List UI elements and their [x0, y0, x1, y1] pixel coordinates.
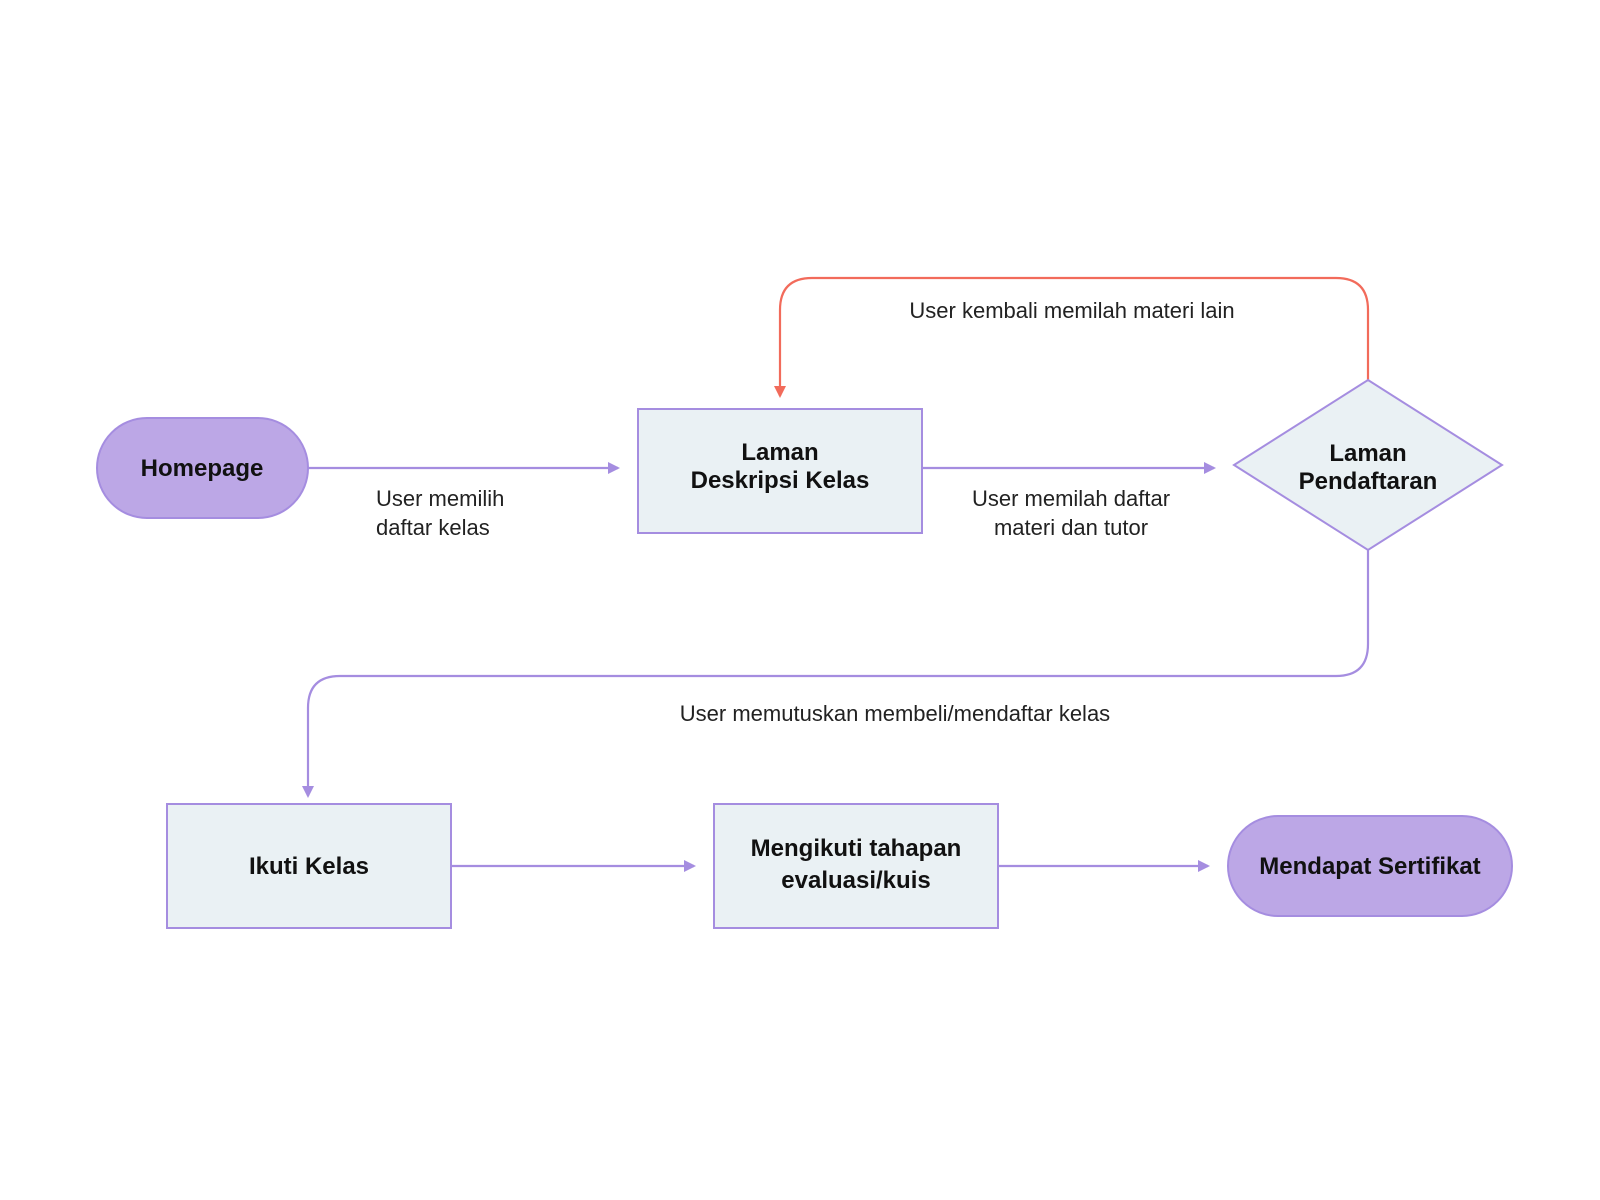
node-laman-deskripsi-kelas[interactable]: Laman Deskripsi Kelas	[637, 408, 923, 534]
edge-label-pilih-line2: daftar kelas	[376, 515, 490, 540]
edge-label-pilah-line2: materi dan tutor	[994, 515, 1148, 540]
edge-label-pilah: User memilah daftar	[972, 486, 1170, 511]
edge-loop-back	[774, 276, 1370, 398]
node-sertifikat-shape	[1227, 815, 1513, 917]
node-mendapat-sertifikat[interactable]: Mendapat Sertifikat	[1227, 815, 1513, 917]
node-deskripsi-label-2: Deskripsi Kelas	[691, 467, 870, 494]
node-homepage[interactable]: Homepage	[96, 417, 309, 519]
edge-label-kembali: User kembali memilah materi lain	[909, 298, 1234, 323]
node-ikuti-label: Ikuti Kelas	[249, 853, 369, 880]
node-evaluasi-label-2: evaluasi/kuis	[781, 867, 930, 894]
node-pendaftaran-label-2: Pendaftaran	[1299, 468, 1438, 495]
edge-label-memutuskan-text: User memutuskan membeli/mendaftar kelas	[680, 701, 1110, 726]
node-ikuti-shape	[166, 803, 452, 929]
node-evaluasi[interactable]: Mengikuti tahapan evaluasi/kuis	[713, 803, 999, 929]
edge-label-memutuskan: User memutuskan membeli/mendaftar kelas	[680, 701, 1110, 726]
node-pendaftaran-label-1: Laman	[1329, 440, 1406, 467]
node-deskripsi-label-1: Laman	[741, 439, 818, 466]
node-laman-pendaftaran[interactable]: Laman Pendaftaran	[1232, 378, 1504, 552]
edge-label-pilih: User memilih	[376, 486, 504, 511]
node-pendaftaran-shape	[1232, 378, 1504, 552]
node-sertifikat-label: Mendapat Sertifikat	[1259, 853, 1480, 880]
edge-pendaftaran-to-ikuti	[302, 550, 1370, 798]
edge-label-pilih-2: daftar kelas	[376, 515, 490, 540]
node-evaluasi-shape	[713, 803, 999, 929]
node-evaluasi-label-1: Mengikuti tahapan	[751, 835, 962, 862]
node-deskripsi-shape	[637, 408, 923, 534]
node-homepage-shape	[96, 417, 309, 519]
node-homepage-label: Homepage	[141, 455, 264, 482]
node-ikuti-kelas[interactable]: Ikuti Kelas	[166, 803, 452, 929]
edge-label-pilah-2: materi dan tutor	[994, 515, 1148, 540]
edge-label-pilih-line1: User memilih	[376, 486, 504, 511]
edge-label-kembali-text: User kembali memilah materi lain	[909, 298, 1234, 323]
edge-label-pilah-line1: User memilah daftar	[972, 486, 1170, 511]
